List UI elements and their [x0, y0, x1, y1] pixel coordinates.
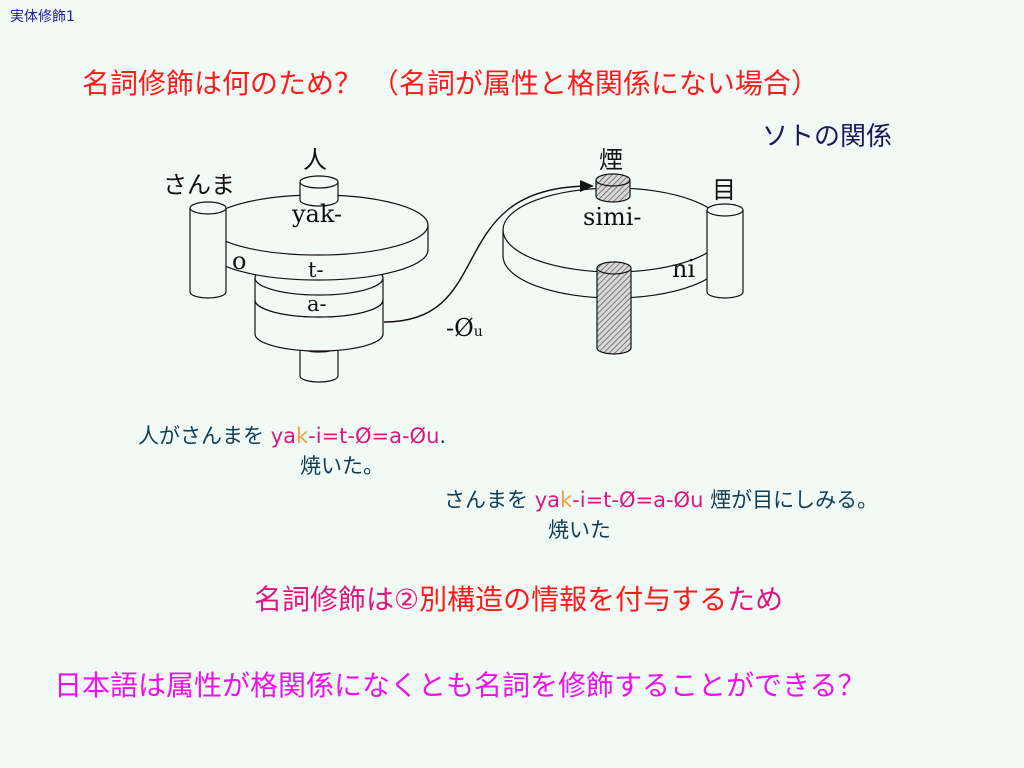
left-disk-label: yak- — [292, 200, 343, 228]
right-disk-label: simi- — [583, 203, 642, 231]
right-side-label: 目 — [712, 176, 736, 204]
example2-k: k — [559, 488, 573, 512]
connector-label-sub: u — [473, 324, 483, 340]
conclusion-part1: 名詞修飾は — [254, 583, 395, 616]
left-side-label: さんま — [163, 171, 235, 199]
conclusion-part3: 別構造の情報を付与する — [419, 583, 728, 616]
example1-k: k — [295, 424, 309, 448]
connector-arrow — [383, 180, 594, 323]
conclusion-statement: 名詞修飾は②別構造の情報を付与するため — [254, 578, 783, 618]
example2-gloss: 焼いた — [548, 518, 611, 542]
left-top-knob — [299, 175, 339, 207]
example1-period: . — [439, 424, 447, 448]
question-statement: 日本語は属性が格関係になくとも名詞を修飾することができる？ — [54, 669, 866, 702]
right-top-label: 煙 — [599, 146, 623, 174]
left-top-label: 人 — [303, 146, 327, 174]
conclusion-part2: ② — [394, 583, 420, 616]
connector-label: -Øu — [446, 314, 483, 342]
left-side-post — [189, 201, 227, 299]
example1-ya: ya — [270, 424, 296, 448]
example2-sentence: さんまを yak-i=t-Ø=a-Øu 煙が目にしみる。 — [444, 484, 878, 514]
right-top-knob-hatched — [595, 173, 631, 203]
example1-morphemes: -i=t-Ø=a-Øu — [308, 424, 440, 448]
conclusion-part4: ため — [727, 583, 784, 616]
right-main-disk — [502, 187, 726, 299]
connector-label-main: -Ø — [446, 314, 474, 342]
example1-sentence: 人がさんまを yak-i=t-Ø=a-Øu. — [138, 420, 446, 450]
slide-corner-label: 実体修飾1 — [10, 9, 75, 25]
right-lower-column-hatched — [596, 261, 632, 355]
example1-prefix: 人がさんまを — [138, 424, 271, 448]
right-particle-ni: ni — [672, 255, 696, 283]
example1-gloss: 焼いた。 — [300, 454, 384, 478]
example2-suffix: 煙が目にしみる。 — [703, 488, 879, 512]
slide-title: 名詞修飾は何のため？ （名詞が属性と格関係にない場合） — [82, 67, 819, 100]
left-particle-o: o — [232, 247, 247, 275]
example2-prefix: さんまを — [444, 488, 535, 512]
left-a-label: a- — [307, 292, 327, 316]
left-main-disk — [207, 194, 429, 281]
right-side-post — [706, 203, 744, 299]
example2-ya: ya — [534, 488, 560, 512]
example2-morphemes: -i=t-Ø=a-Øu — [572, 488, 704, 512]
left-t-label: t- — [308, 258, 324, 282]
soto-relation-label: ソトの関係 — [762, 122, 893, 152]
